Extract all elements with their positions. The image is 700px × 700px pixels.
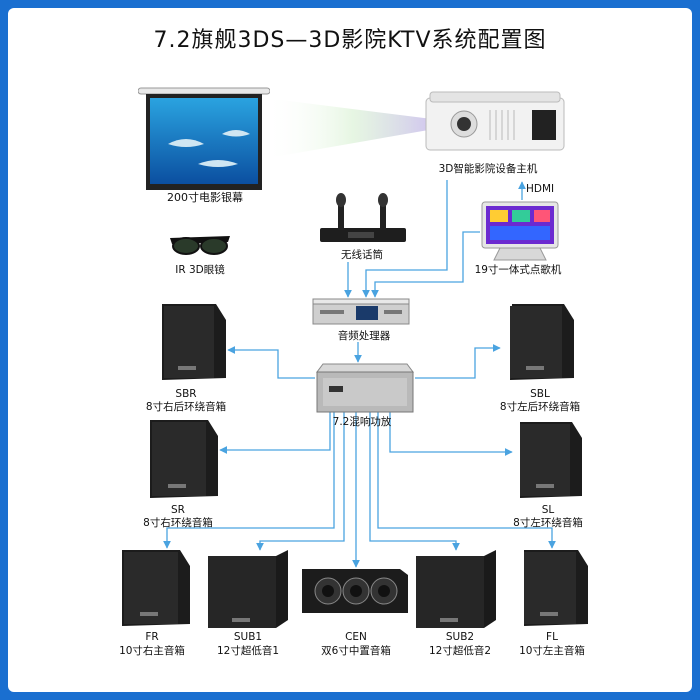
wire-touch-processor xyxy=(371,231,480,298)
mixing-amplifier xyxy=(315,362,415,414)
mic-label: 无线话筒 xyxy=(341,249,383,261)
sbr-label: 8寸右后环绕音箱 xyxy=(145,401,227,413)
sl-label: 8寸左环绕音箱 xyxy=(513,517,583,529)
wire-amp-sbl xyxy=(415,344,501,379)
hdmi-label: HDMI xyxy=(526,183,555,195)
sr-label: 8寸右环绕音箱 xyxy=(143,517,213,529)
wire-amp-sub2 xyxy=(369,412,460,551)
cen-code: CEN xyxy=(345,631,367,643)
speaker-sbr xyxy=(158,302,228,382)
sbl-code: SBL xyxy=(530,388,550,400)
projection-screen xyxy=(137,84,271,196)
speaker-fr xyxy=(118,548,192,628)
touch-panel xyxy=(480,200,560,262)
projector-host-label: 3D智能影院设备主机 xyxy=(438,163,538,175)
speaker-fl xyxy=(516,548,590,628)
wire-amp-fr xyxy=(163,412,335,549)
wireless-mic xyxy=(318,192,408,248)
speaker-sbl xyxy=(500,302,576,382)
sl-code: SL xyxy=(541,504,555,516)
touch-label: 19寸一体式点歌机 xyxy=(474,264,562,276)
sub1-label: 12寸超低音1 xyxy=(216,645,280,657)
wire-amp-sbr xyxy=(227,346,315,379)
diagram-title: 7.2旗舰3DS—3D影院KTV系统配置图 xyxy=(153,28,547,53)
cen-label: 双6寸中置音箱 xyxy=(321,645,391,657)
sr-code: SR xyxy=(171,504,185,516)
glasses-label: IR 3D眼镜 xyxy=(175,264,225,276)
speaker-sl xyxy=(512,420,584,500)
wire-amp-sl xyxy=(389,412,513,456)
wire-amp-sr xyxy=(219,412,331,454)
sbl-label: 8寸左后环绕音箱 xyxy=(499,401,581,413)
processor-label: 音频处理器 xyxy=(337,330,391,342)
center-speaker xyxy=(300,567,410,617)
fl-label: 10寸左主音箱 xyxy=(519,645,585,657)
audio-processor xyxy=(312,298,410,328)
sub2-label: 12寸超低音2 xyxy=(428,645,492,657)
speaker-sr xyxy=(146,418,220,500)
subwoofer-1 xyxy=(206,550,290,630)
fr-label: 10寸右主音箱 xyxy=(119,645,185,657)
projector-host xyxy=(420,88,570,156)
wire-amp-fl xyxy=(377,412,556,549)
sbr-code: SBR xyxy=(175,388,197,400)
wire-amp-sub1 xyxy=(256,412,345,551)
fl-code: FL xyxy=(546,631,558,643)
sub1-code: SUB1 xyxy=(233,631,263,643)
screen-label: 200寸电影银幕 xyxy=(167,191,243,204)
3d-glasses-icon xyxy=(168,228,232,258)
amp-label: 7.2混响功放 xyxy=(332,416,392,428)
projector-beam xyxy=(265,98,440,158)
wire-host-processor xyxy=(362,180,448,298)
sub2-code: SUB2 xyxy=(445,631,475,643)
subwoofer-2 xyxy=(414,550,498,630)
fr-code: FR xyxy=(145,631,159,643)
